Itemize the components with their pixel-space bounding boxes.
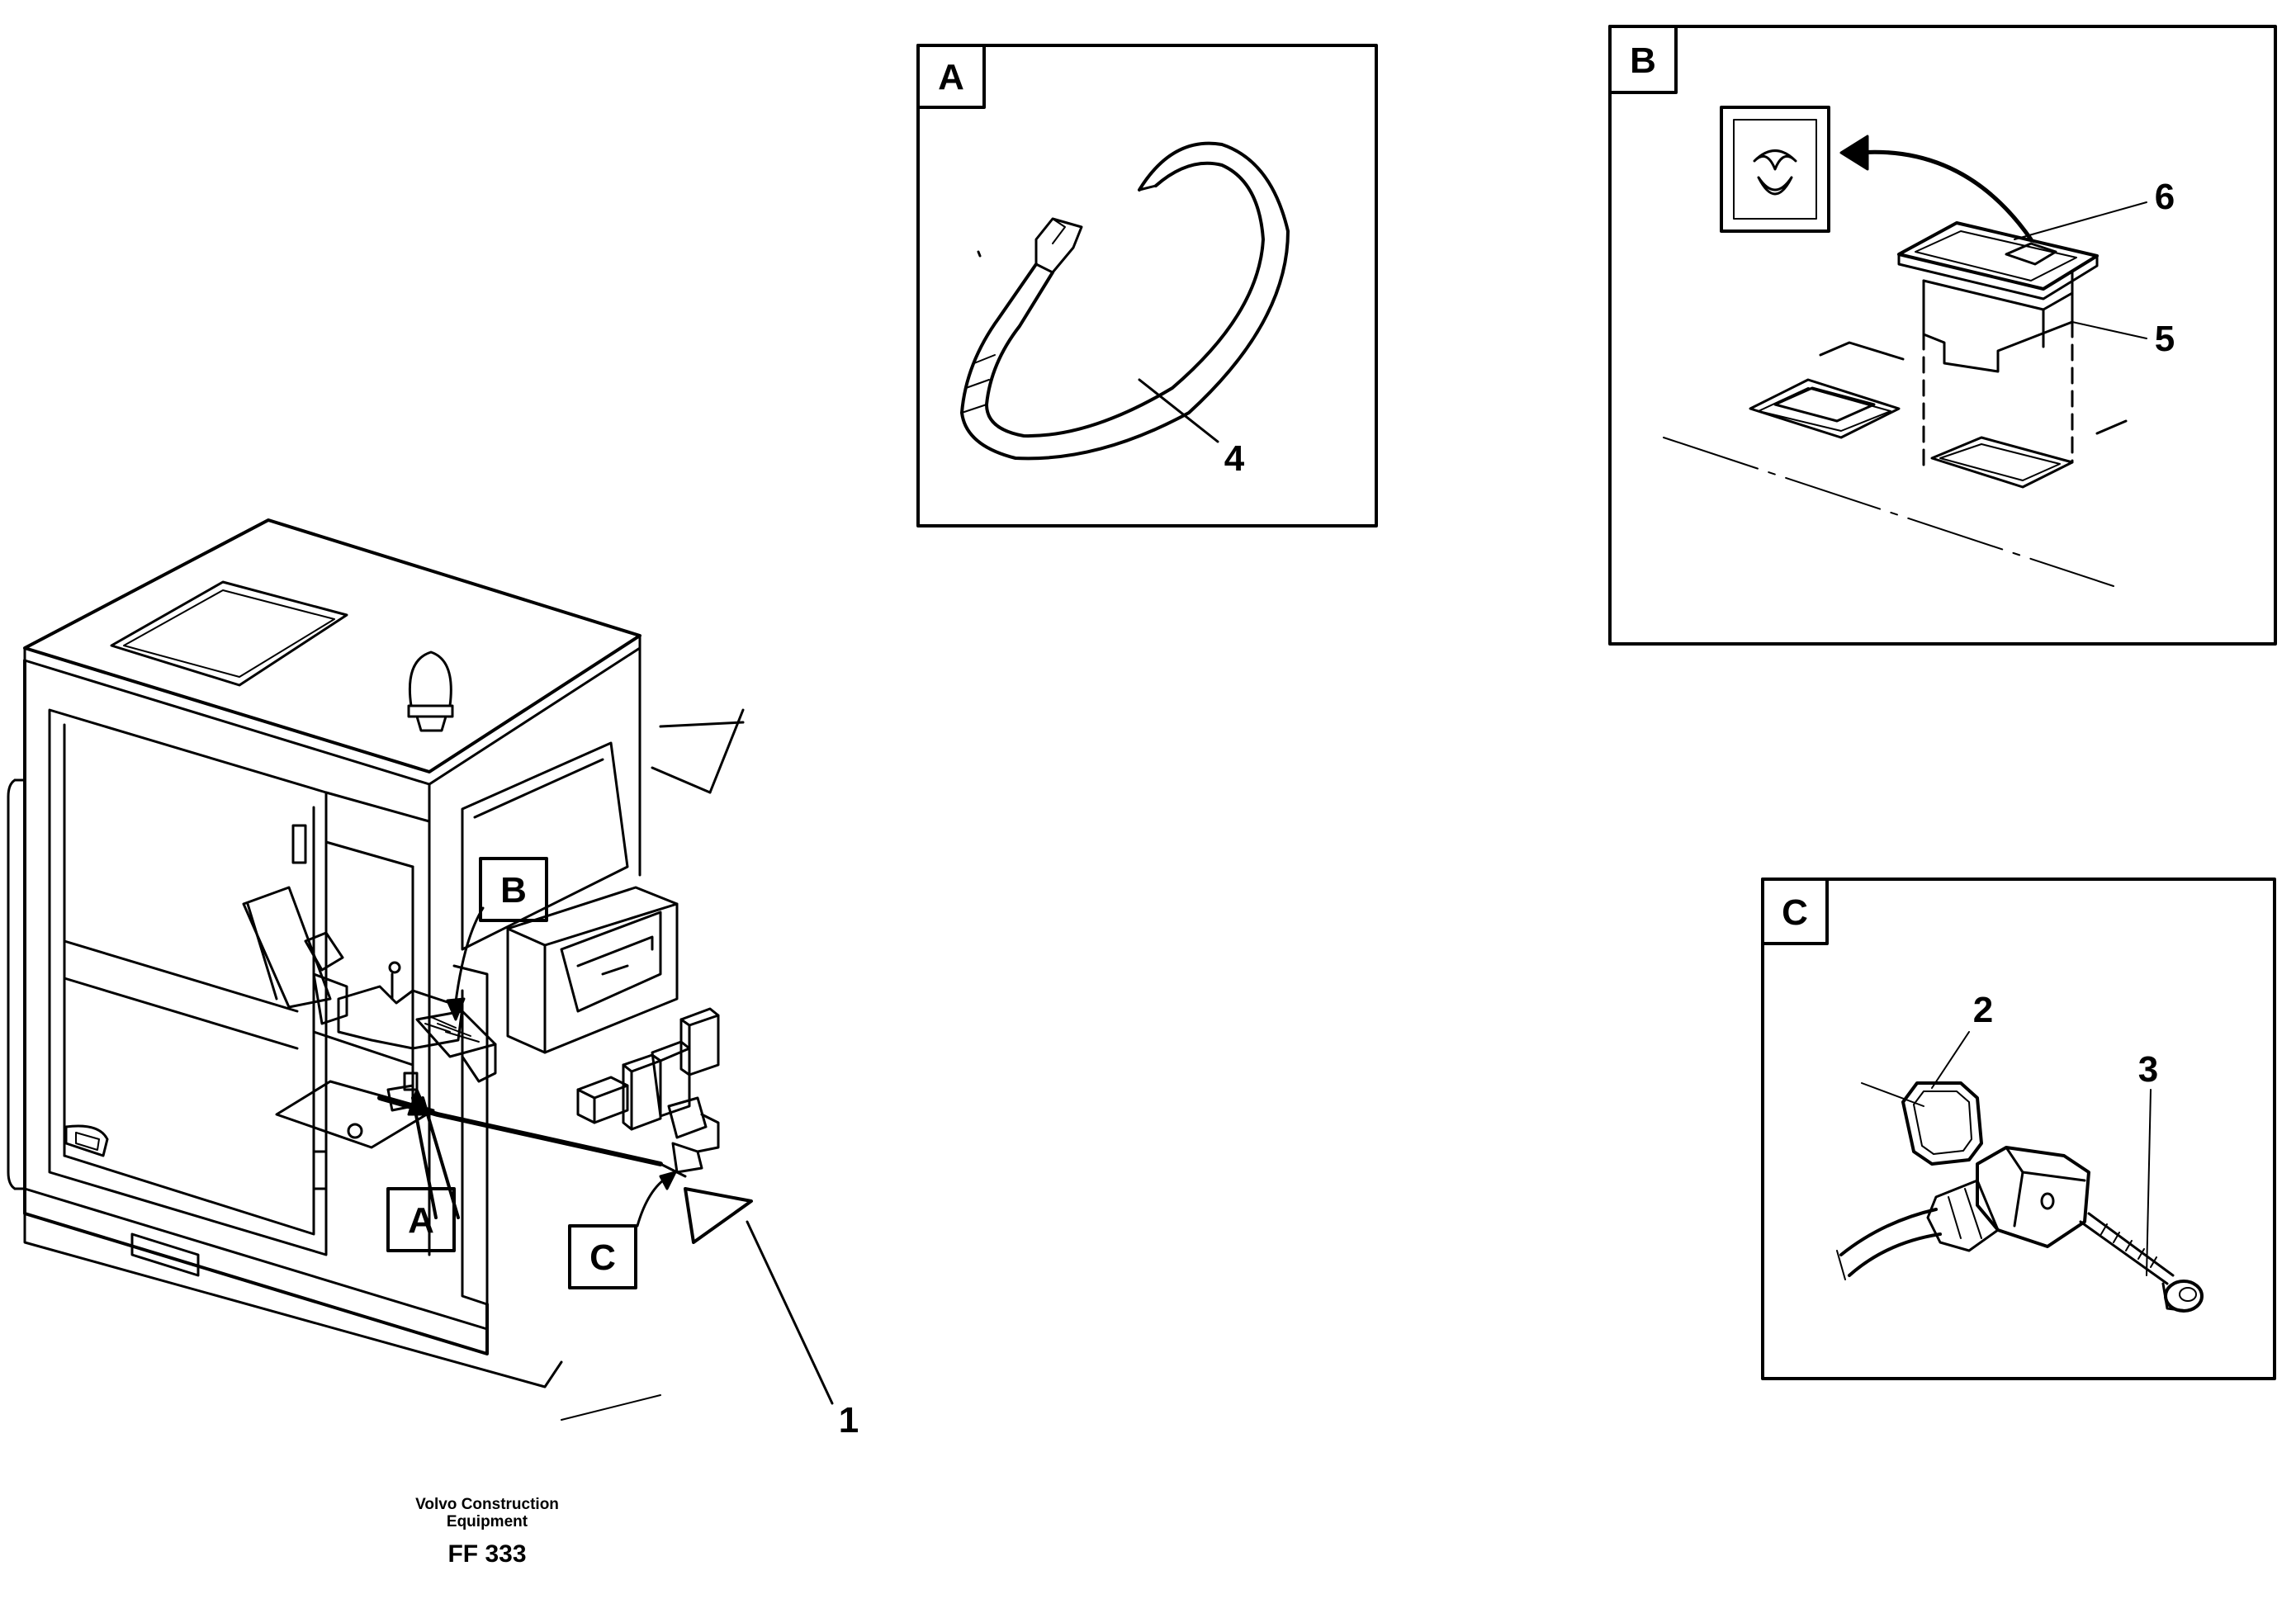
bolt-screw-icon (2079, 1212, 2204, 1313)
control-box (506, 886, 679, 1054)
leader-5 (2071, 321, 2147, 339)
sensor-connector-icon (1836, 1082, 2090, 1280)
detail-marker-b: B (479, 857, 548, 922)
leader-4 (1138, 378, 1219, 443)
arrow-to-a (411, 1096, 438, 1219)
symbol-decal-icon (1720, 106, 1830, 233)
callout-4: 4 (1224, 438, 1245, 479)
detail-panel-a: A (916, 44, 1378, 527)
wiring-harness (377, 1095, 663, 1166)
detail-panel-c: C (1761, 878, 2276, 1380)
callout-6: 6 (2155, 177, 2175, 217)
svg-text:A: A (938, 57, 964, 97)
rocker-switch-icon (1663, 221, 2128, 587)
detail-marker-a: A (386, 1187, 456, 1252)
cab-illustration (7, 518, 834, 1421)
svg-text:C: C (589, 1237, 616, 1278)
svg-text:B: B (1630, 40, 1656, 81)
figure-code: FF 333 (447, 1540, 527, 1568)
callout-1: 1 (839, 1400, 859, 1441)
leader-6 (2014, 201, 2147, 240)
detail-panel-b: B (1608, 25, 2277, 646)
arrow-symbol (1855, 149, 2033, 242)
credit-company: Volvo Construction (415, 1496, 559, 1513)
leader-2 (1931, 1031, 1970, 1089)
leader-1 (746, 1220, 834, 1405)
callout-2: 2 (1973, 990, 1993, 1030)
credit-company-line2: Equipment (446, 1513, 528, 1530)
callout-5: 5 (2155, 319, 2175, 359)
svg-text:A: A (408, 1200, 434, 1241)
svg-text:B: B (500, 870, 527, 911)
svg-text:C: C (1782, 892, 1808, 933)
beacon-lamp-icon (407, 650, 454, 732)
leader-3 (2146, 1089, 2152, 1276)
gasket-icon (1901, 1081, 1983, 1166)
relay-cluster (576, 1007, 720, 1174)
callout-3: 3 (2138, 1049, 2158, 1090)
detail-marker-c: C (568, 1224, 637, 1289)
cable-tie-icon (960, 141, 1290, 461)
